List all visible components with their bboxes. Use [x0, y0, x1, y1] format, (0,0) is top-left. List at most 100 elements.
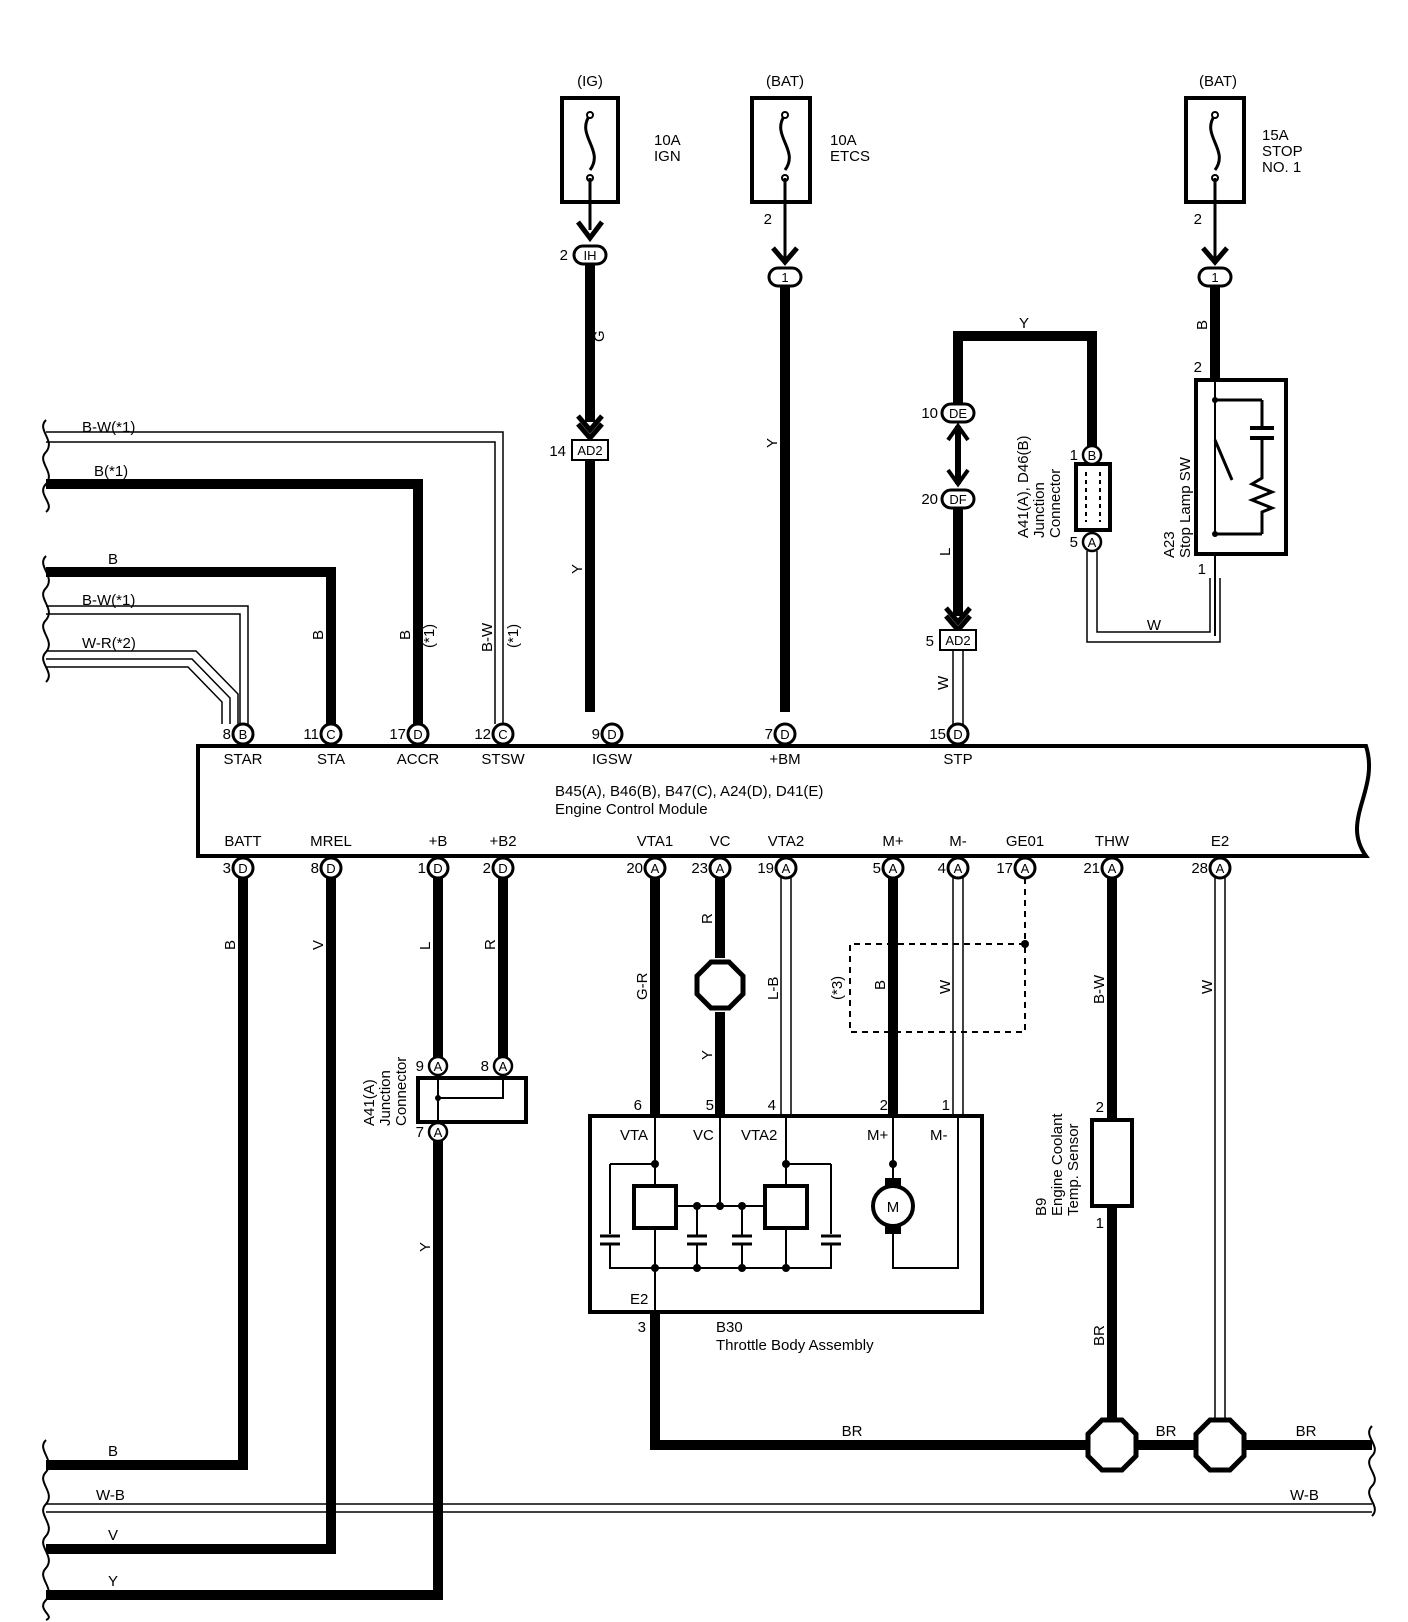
ecm-terminal-pin: 19	[757, 860, 774, 877]
wire-ig-g: G	[591, 330, 608, 342]
left-wires-top: B-W(*1) B(*1) B B-W(*1) W-R(*2) B B (*1)…	[42, 419, 522, 724]
ecm-terminal-conn: A	[651, 861, 660, 876]
coolant-pin-bot: 1	[1096, 1215, 1104, 1232]
wire-vc: R Y	[694, 878, 746, 1116]
ecm-terminal-pin: 11	[303, 726, 319, 743]
junction-connector-top: B 1 A 5 A41(A), D46(B) Junction Connecto…	[1015, 435, 1221, 643]
wire-stop: 2 1 B	[1194, 178, 1233, 380]
wire-plus-bm: 2 1 Y	[764, 178, 803, 712]
left-wire-bw1: B-W(*1)	[82, 419, 135, 436]
wire-stop-w: W	[1147, 617, 1162, 634]
ecm-terminal-conn: D	[780, 727, 789, 742]
ecm-terminal-conn: D	[433, 861, 442, 876]
throttle-body-assembly: 6 5 4 2 1 VTA VC VTA2 M+ M- E2	[588, 1097, 984, 1354]
ecm-terminal-name: M-	[949, 833, 967, 850]
ecm-title: B45(A), B46(B), B47(C), A24(D), D41(E)	[555, 783, 823, 800]
ecm-terminal-pin: 23	[691, 860, 708, 877]
tb-pin-vta: 6	[634, 1097, 642, 1114]
wire-stp-w: W	[935, 675, 952, 690]
ecm-terminal-conn: C	[326, 727, 335, 742]
fuse-etcs-rating: 10A	[830, 132, 857, 149]
tb-term-mplus: M+	[867, 1127, 888, 1144]
ecm-terminal-conn: A	[1021, 861, 1030, 876]
junction-bot-conn-8: A	[499, 1059, 508, 1074]
left-wire-bot-y: Y	[108, 1573, 118, 1590]
fuse-etcs-source: (BAT)	[766, 73, 804, 90]
fuse-ign-rating: 10A	[654, 132, 681, 149]
tb-code: B30	[716, 1319, 743, 1336]
wire-mrel: V V	[46, 878, 336, 1554]
ecm-terminal-conn: A	[889, 861, 898, 876]
ecm-terminal-name: STSW	[481, 751, 525, 768]
left-wire-bot-wb: W-B	[96, 1487, 125, 1504]
wire-wb: W-B W-B	[46, 1487, 1372, 1513]
wire-thw: B-W 2 1 B9 Engine Coolant Temp. Sensor B…	[1033, 878, 1134, 1424]
wire-stsw-note: (*1)	[505, 624, 522, 648]
junction-bot-pin8: 8	[481, 1058, 489, 1075]
conn-ih-pin: 2	[560, 247, 568, 264]
stop-sw-label1: A23	[1161, 531, 1178, 558]
wire-mminus: W	[937, 878, 964, 1116]
engine-control-module: B45(A), B46(B), B47(C), A24(D), D41(E) E…	[196, 744, 1372, 858]
coolant-name2: Temp. Sensor	[1065, 1123, 1082, 1216]
coolant-name1: Engine Coolant	[1049, 1113, 1066, 1216]
ecm-terminal-name: MREL	[310, 833, 352, 850]
junction-top-conn-a: A	[1088, 535, 1097, 550]
ecm-terminal-pin: 9	[592, 726, 600, 743]
tb-name: Throttle Body Assembly	[716, 1337, 874, 1354]
ecm-terminal--bm: D7+BM	[765, 722, 801, 768]
ecm-terminal-pin: 20	[626, 860, 643, 877]
tb-term-vta2: VTA2	[741, 1127, 777, 1144]
ecm-terminal-name: BATT	[224, 833, 261, 850]
ecm-terminal-conn: D	[238, 861, 247, 876]
wire-stp-l: L	[937, 548, 954, 556]
ecm-top-terminals: B8STARC11STAD17ACCRC12STSWD9IGSWD7+BMD15…	[223, 722, 973, 768]
ecm-terminal-conn: A	[1108, 861, 1117, 876]
ecm-terminal-name: IGSW	[592, 751, 633, 768]
left-wire-wr2: W-R(*2)	[82, 635, 136, 652]
wire-ge01-note: (*3)	[829, 976, 846, 1000]
ecm-terminal-conn: A	[782, 861, 791, 876]
ecm-terminal-conn: A	[716, 861, 725, 876]
ecm-terminal-pin: 3	[223, 860, 231, 877]
ecm-terminal-pin: 17	[389, 726, 406, 743]
junction-bot-label1: A41(A)	[361, 1079, 378, 1126]
ecm-terminal-name: VTA1	[637, 833, 673, 850]
wire-vta2-lb: L-B	[765, 977, 782, 1000]
ecm-terminal-conn: B	[239, 727, 248, 742]
junction-bot-conn-9: A	[434, 1059, 443, 1074]
fuse-stop-name2: NO. 1	[1262, 159, 1301, 176]
left-break-bottom	[42, 1439, 50, 1621]
ecm-terminal-pin: 21	[1083, 860, 1100, 877]
tb-pin-mplus: 2	[880, 1097, 888, 1114]
wire-accr-note: (*1)	[421, 624, 438, 648]
ecm-terminal-pin: 15	[929, 726, 946, 743]
ecm-terminal-name: VC	[710, 833, 731, 850]
junction-bot-pin9: 9	[416, 1058, 424, 1075]
ecm-terminal-pin: 7	[765, 726, 773, 743]
wire-igsw: IH 2 G AD2 14 Y	[549, 178, 609, 712]
wire-vc-r: R	[699, 913, 716, 924]
coolant-code: B9	[1033, 1198, 1050, 1216]
tb-pin-vta2: 4	[768, 1097, 776, 1114]
wire-plus-b: L R A 9 A 8 A 7 A41(A) Junction Connecto…	[46, 878, 528, 1600]
fuse-stop-rating: 15A	[1262, 127, 1289, 144]
wire-e2: W	[1199, 878, 1226, 1424]
wire-e2-w: W	[1199, 979, 1216, 994]
ecm-terminal-pin: 8	[311, 860, 319, 877]
fuse-stop-pin: 2	[1194, 211, 1202, 228]
wire-thw-br: BR	[1091, 1325, 1108, 1346]
wire-plusb2-r: R	[482, 939, 499, 950]
fuse-stop-source: (BAT)	[1199, 73, 1237, 90]
ecm-terminal-name: ACCR	[397, 751, 440, 768]
fuse-stop-name: STOP	[1262, 143, 1303, 160]
junction-top-label2: Junction	[1031, 482, 1048, 538]
ecm-terminal-conn: D	[413, 727, 422, 742]
wire-ge01: (*3)	[829, 878, 1029, 1033]
ecm-terminal-name: +B	[429, 833, 448, 850]
